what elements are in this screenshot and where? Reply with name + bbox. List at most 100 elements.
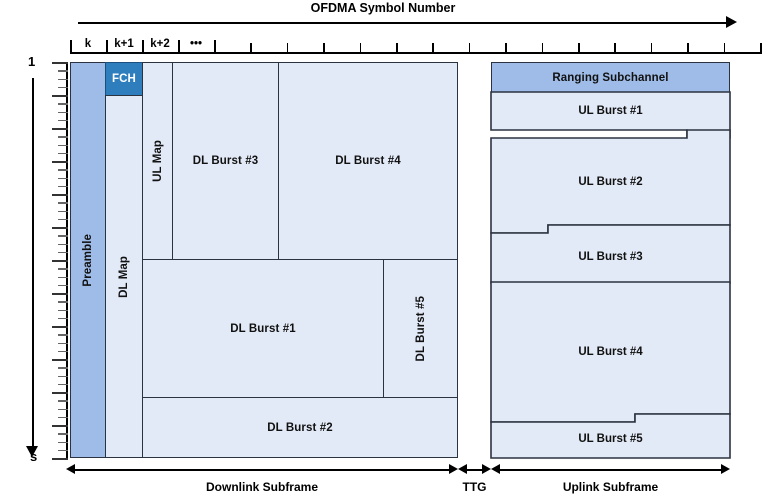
subcarrier-tick (58, 78, 68, 80)
block-ul-burst-4[interactable]: UL Burst #4 (491, 282, 730, 422)
block-dl-burst-1-label: DL Burst #1 (230, 322, 296, 335)
block-ul-burst-4-label: UL Burst #4 (578, 346, 643, 358)
measure-downlink-subframe (66, 463, 458, 477)
block-dl-burst-5[interactable]: DL Burst #5 (383, 259, 458, 398)
subcarrier-axis-arrow-head-icon (26, 446, 38, 457)
block-ul-burst-3-label: UL Burst #3 (578, 251, 643, 263)
subcarrier-tick (58, 433, 68, 435)
block-dl-burst-1[interactable]: DL Burst #1 (142, 259, 384, 398)
subcarrier-first-label: 1 (28, 54, 36, 69)
subcarrier-tick (58, 251, 68, 254)
measure-uplink-arrow-left-icon (491, 464, 500, 474)
block-ul-burst-4-fill (491, 282, 730, 422)
measure-downlink-bar (74, 469, 450, 471)
block-ul-burst-3-label-wrap: UL Burst #3 (491, 231, 730, 283)
measure-uplink-bar (499, 469, 722, 471)
subcarrier-tick (58, 86, 68, 89)
block-ul-map[interactable]: UL Map (142, 62, 173, 260)
block-dl-burst-3[interactable]: DL Burst #3 (172, 62, 279, 260)
subcarrier-tick (58, 284, 68, 287)
subcarrier-tick (58, 111, 68, 113)
block-ul-burst-5-label-wrap: UL Burst #5 (491, 420, 730, 458)
block-ul-map-label: UL Map (151, 140, 164, 182)
subcarrier-tick (52, 227, 68, 229)
symbol-tick (650, 43, 653, 54)
measure-ttg (458, 463, 491, 477)
subcarrier-tick (58, 400, 68, 402)
subcarrier-tick (58, 416, 68, 419)
subcarrier-tick (58, 317, 68, 320)
subcarrier-tick (52, 425, 68, 427)
subcarrier-tick (58, 169, 68, 171)
block-dl-burst-4-label: DL Burst #4 (335, 155, 401, 167)
symbol-tick-label-3: ••• (189, 38, 203, 50)
symbol-tick (250, 43, 252, 54)
block-ul-burst-4-label-wrap: UL Burst #4 (491, 282, 730, 422)
symbol-tick (214, 40, 216, 54)
symbol-tick (286, 43, 289, 54)
measure-ttg-bar (466, 469, 483, 471)
subcarrier-tick (58, 309, 68, 311)
subcarrier-tick (58, 103, 68, 105)
ofdma-symbol-number-title: OFDMA Symbol Number (310, 1, 456, 15)
symbol-tick (142, 40, 144, 54)
subcarrier-tick (52, 62, 68, 64)
symbol-tick (505, 43, 507, 54)
block-preamble[interactable]: Preamble (70, 62, 106, 458)
symbol-tick-label-2: k+2 (150, 38, 170, 50)
subcarrier-tick (58, 350, 68, 353)
subcarrier-ruler (50, 62, 68, 460)
subcarrier-tick (58, 218, 68, 221)
block-ranging-subchannel-label: Ranging Subchannel (552, 71, 669, 84)
block-dl-burst-3-label: DL Burst #3 (192, 155, 259, 167)
measure-downlink-arrow-left-icon (66, 464, 75, 474)
subcarrier-tick (58, 276, 68, 278)
symbol-tick (723, 43, 726, 54)
subcarrier-tick (58, 185, 68, 188)
block-ul-burst-2-label-wrap: UL Burst #2 (491, 130, 730, 233)
block-fch[interactable]: FCH (105, 62, 143, 96)
measure-downlink-arrow-right-icon (449, 464, 458, 474)
subcarrier-tick (58, 342, 68, 344)
subcarrier-tick (58, 210, 68, 212)
subcarrier-tick (52, 359, 68, 361)
subcarrier-tick (58, 177, 68, 179)
symbol-tick (323, 43, 325, 54)
measure-uplink-arrow-right-icon (721, 464, 730, 474)
symbol-tick (541, 43, 544, 54)
symbol-tick-label-1: k+1 (114, 38, 134, 50)
block-dl-map-label: DL Map (118, 255, 130, 298)
block-ul-burst-3[interactable]: UL Burst #3 (491, 225, 730, 283)
symbol-tick (70, 40, 72, 54)
symbol-tick (687, 43, 689, 54)
block-ranging-subchannel[interactable]: Ranging Subchannel (491, 62, 730, 93)
symbol-tick (432, 43, 434, 54)
subcarrier-tick (58, 70, 68, 72)
symbol-tick (396, 43, 398, 54)
symbol-axis-arrow-head-icon (726, 16, 737, 28)
block-dl-burst-2-label: DL Burst #2 (267, 421, 333, 434)
symbol-tick (106, 40, 108, 54)
measure-ttg-arrow-right-icon (482, 464, 491, 474)
subcarrier-tick (58, 136, 68, 138)
subcarrier-tick (52, 128, 68, 130)
subcarrier-tick (52, 392, 68, 394)
block-dl-map[interactable]: DL Map (105, 95, 143, 458)
block-ul-burst-2[interactable]: UL Burst #2 (491, 130, 730, 233)
subcarrier-tick (58, 383, 68, 386)
symbol-ruler-baseline (70, 52, 760, 54)
block-ul-burst-5[interactable]: UL Burst #5 (491, 414, 730, 458)
subcarrier-tick (58, 152, 68, 155)
subcarrier-tick (58, 144, 68, 146)
subcarrier-tick (52, 326, 68, 328)
block-dl-burst-2[interactable]: DL Burst #2 (142, 397, 458, 458)
measure-ttg-label: TTG (462, 480, 487, 494)
symbol-tick (468, 43, 471, 54)
subcarrier-tick (58, 268, 68, 270)
subcarrier-tick (58, 367, 68, 369)
symbol-tick (178, 40, 180, 54)
block-dl-burst-4[interactable]: DL Burst #4 (278, 62, 458, 260)
block-ul-burst-3-fill (491, 225, 730, 283)
